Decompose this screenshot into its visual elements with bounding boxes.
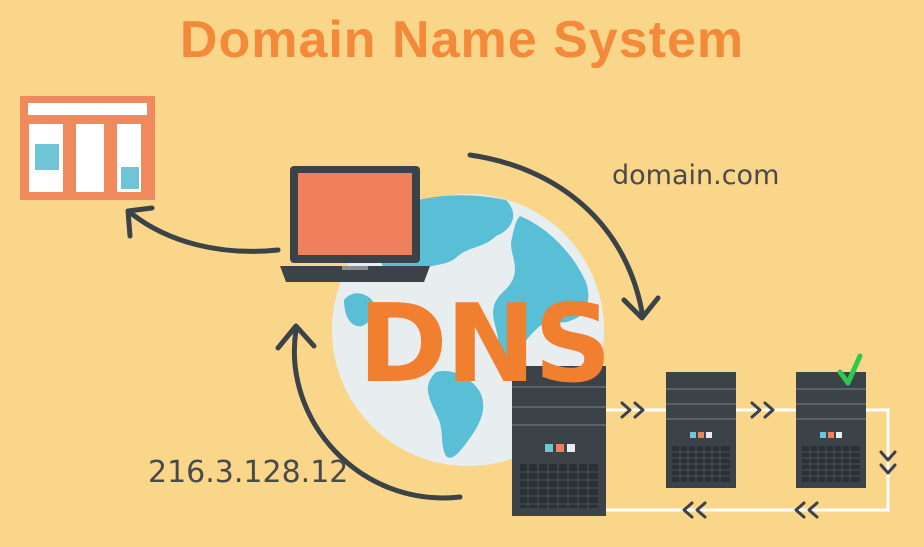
server-icon [796, 372, 866, 488]
arrow-laptop-to-dns [467, 152, 645, 315]
webpage-icon [20, 96, 155, 200]
arrow-dns-to-laptop-head [275, 323, 317, 351]
arrow-laptop-to-webpage [129, 211, 281, 254]
dns-label: DNS [358, 282, 612, 407]
server-icon [666, 372, 736, 488]
chevrons-back [682, 501, 819, 519]
check-icon [837, 353, 863, 386]
arrow-laptop-to-dns-head [621, 295, 661, 321]
arrow-dns-to-laptop [292, 327, 463, 501]
domain-label: domain.com [612, 160, 780, 191]
chevrons-down [879, 450, 897, 475]
arrow-laptop-to-webpage-head [125, 205, 155, 239]
chevrons-forward [620, 401, 775, 419]
page-title: Domain Name System [179, 11, 745, 69]
laptop-icon [280, 166, 430, 282]
server-icon [512, 366, 606, 516]
ip-address-label: 216.3.128.12 [148, 455, 349, 490]
